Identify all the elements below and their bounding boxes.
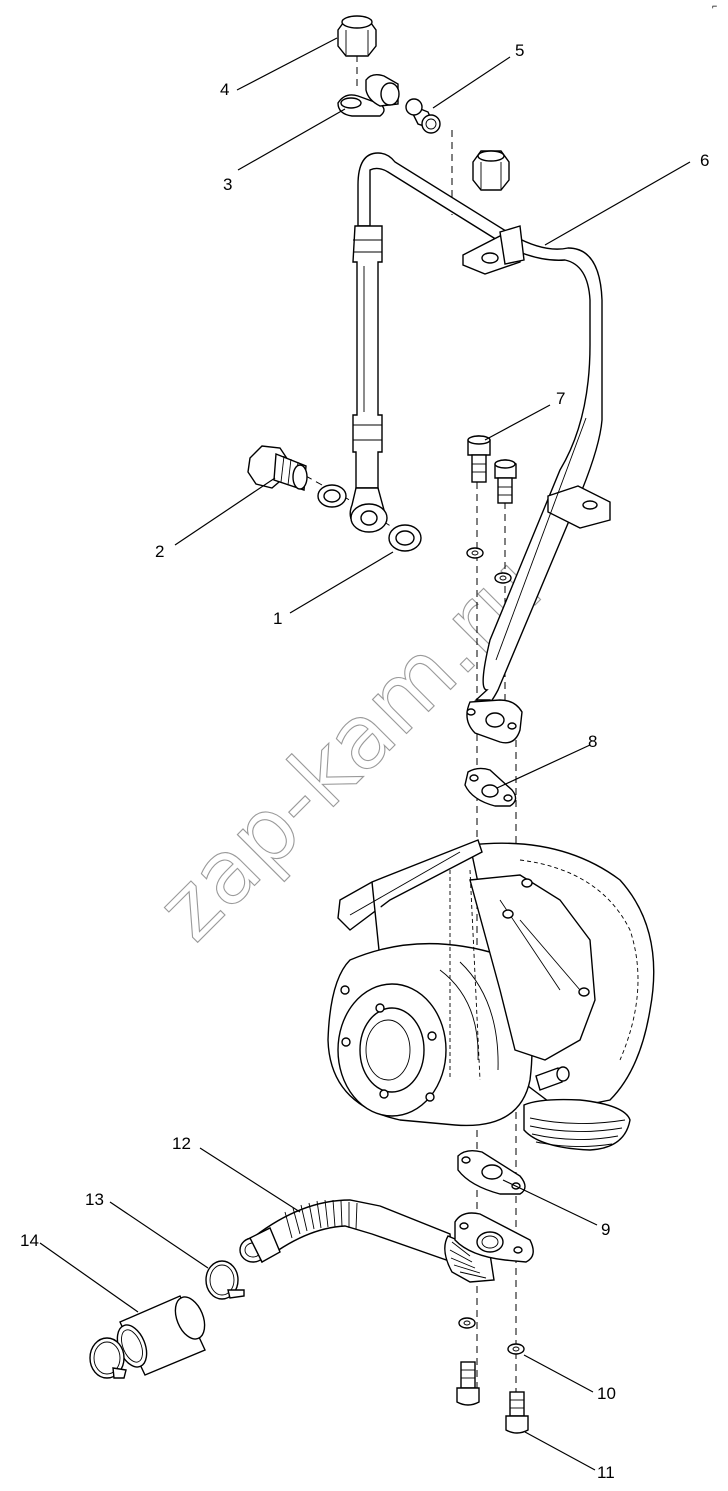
callout-2: 2 xyxy=(155,542,164,561)
part-8-gasket xyxy=(464,767,517,807)
corner-mark: ⌐ xyxy=(712,1,717,11)
callout-numbers: 4 3 5 6 7 2 1 8 9 12 13 14 10 11 xyxy=(20,41,709,1482)
callout-3: 3 xyxy=(223,175,232,194)
callout-7: 7 xyxy=(556,389,565,408)
part-10-11-bolts-washers xyxy=(456,1317,529,1434)
leader-lines xyxy=(39,37,691,1471)
part-14-hose-sleeve xyxy=(89,1295,206,1379)
part-4-nut xyxy=(337,15,377,57)
part-5-bushing xyxy=(405,98,441,134)
callout-13: 13 xyxy=(85,1190,104,1209)
bracket-nut xyxy=(472,150,510,191)
callout-5: 5 xyxy=(515,41,524,60)
callout-11: 11 xyxy=(597,1463,615,1482)
part-9-gasket xyxy=(457,1149,526,1195)
callout-8: 8 xyxy=(588,732,597,751)
sealing-washers xyxy=(317,484,422,552)
part-13-hose-clamp xyxy=(205,1260,245,1300)
part-2-banjo-bolt xyxy=(247,445,308,491)
callout-4: 4 xyxy=(220,80,229,99)
callout-12: 12 xyxy=(172,1134,191,1153)
callout-6: 6 xyxy=(700,151,709,170)
callout-1: 1 xyxy=(273,609,282,628)
part-6-oil-pipe xyxy=(349,152,611,744)
part-3-clamp xyxy=(337,73,400,117)
part-7-bolts xyxy=(466,435,517,584)
part-12-drain-pipe xyxy=(239,1199,534,1283)
turbocharger xyxy=(327,839,655,1151)
callout-9: 9 xyxy=(601,1220,610,1239)
callout-10: 10 xyxy=(597,1384,616,1403)
callout-14: 14 xyxy=(20,1231,39,1250)
